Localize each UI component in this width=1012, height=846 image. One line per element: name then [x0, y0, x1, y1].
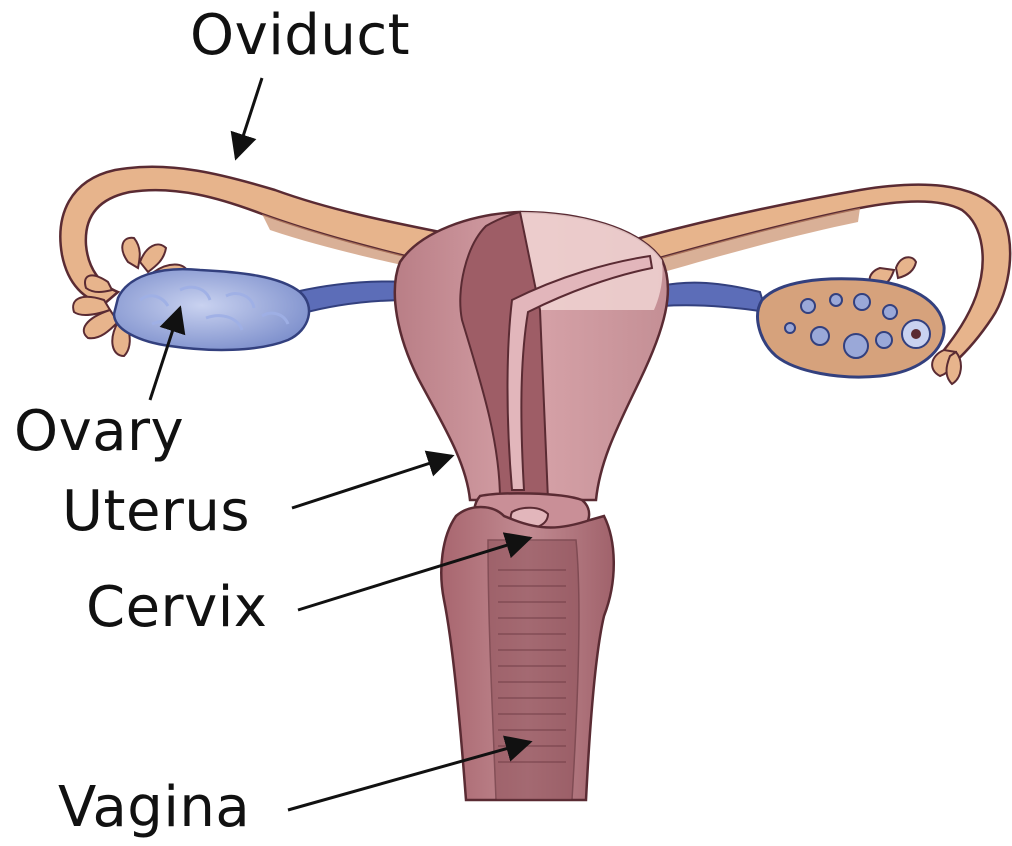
- uterus-label: Uterus: [62, 484, 250, 540]
- uterus-pointer-arrow: [292, 456, 452, 508]
- right-ovary: [660, 279, 944, 377]
- left-ovary: [114, 269, 410, 350]
- oviduct-pointer-arrow: [236, 78, 262, 158]
- uterus: [395, 212, 668, 500]
- vagina-label: Vagina: [58, 780, 250, 836]
- vagina: [441, 507, 613, 800]
- left-ovary-body: [114, 269, 309, 350]
- cervix-label: Cervix: [86, 580, 267, 636]
- vagina-lumen: [488, 540, 579, 800]
- right-ovary-ligament: [660, 283, 766, 312]
- oviduct-label: Oviduct: [190, 8, 410, 64]
- ovary-label: Ovary: [14, 404, 184, 460]
- left-ovary-ligament: [295, 281, 410, 314]
